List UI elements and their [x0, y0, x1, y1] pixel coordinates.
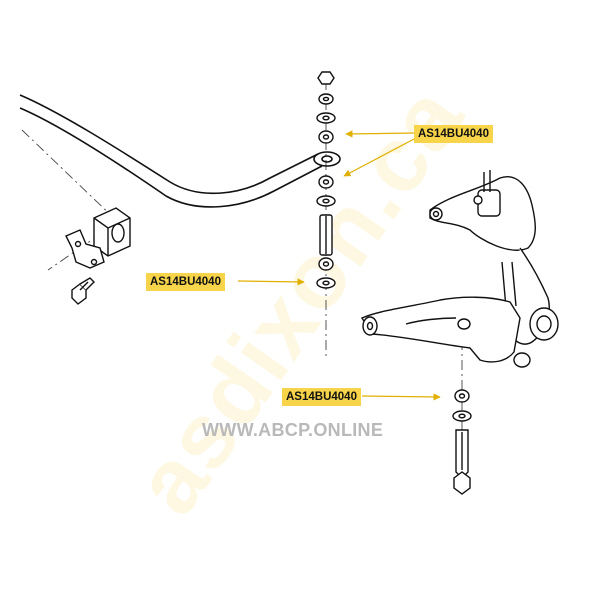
arrow-upper-to-top-bushing — [345, 130, 415, 138]
bracket-bolt — [71, 277, 95, 305]
part-label-upper: AS14BU4040 — [414, 125, 493, 143]
sway-bar — [19, 94, 341, 208]
arrow-lower — [361, 393, 441, 401]
part-label-lower: AS14BU4040 — [282, 388, 361, 406]
watermark-url: WWW.ABCP.ONLINE — [202, 420, 384, 440]
end-link-stack — [316, 71, 336, 289]
lower-control-arm — [360, 296, 531, 368]
lower-bushing-stack — [452, 389, 472, 495]
centerlines — [21, 80, 463, 470]
part-label-middle: AS14BU4040 — [146, 273, 225, 291]
callout-arrows — [237, 130, 441, 401]
arrow-middle — [237, 278, 305, 286]
bar-bushing-bracket — [65, 207, 131, 269]
arrow-upper-to-mid-bushing — [343, 138, 415, 177]
